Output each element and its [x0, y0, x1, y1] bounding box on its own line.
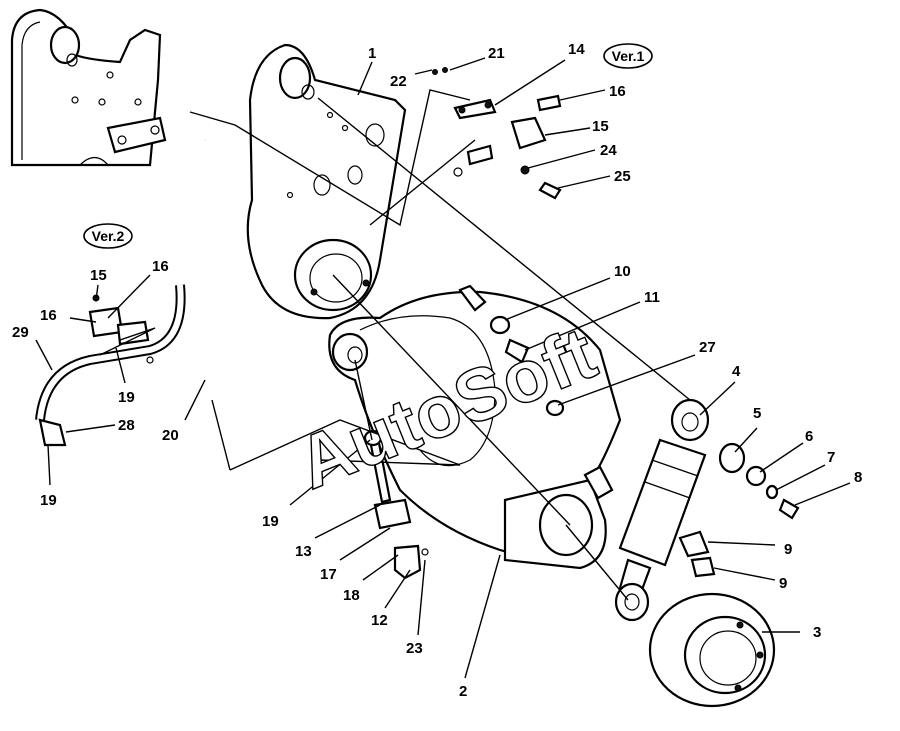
ver2-badge: Ver.2: [83, 223, 133, 249]
callout-19-center: 19: [262, 513, 279, 530]
callout-20: 20: [162, 427, 179, 444]
callout-10: 10: [614, 263, 631, 280]
callout-12: 12: [371, 612, 388, 629]
callout-17: 17: [320, 566, 337, 583]
callout-19-ver2-upper: 19: [118, 389, 135, 406]
callout-21: 21: [488, 45, 505, 62]
hose-part-20: [161, 137, 221, 376]
callout-22: 22: [390, 73, 407, 90]
callout-28: 28: [118, 417, 135, 434]
callout-11: 11: [644, 289, 660, 306]
callout-16-ver2-left: 16: [40, 307, 57, 324]
callout-13: 13: [295, 543, 312, 560]
callout-labels: 1 2 3 4 5 6 7 8 9 9 10 11 12 13 14 15 15…: [12, 41, 862, 700]
callout-18: 18: [343, 587, 360, 604]
ver2-label: Ver.2: [92, 228, 125, 244]
callout-23: 23: [406, 640, 423, 657]
shock-absorber-part-4: [614, 398, 710, 622]
callout-29: 29: [12, 324, 29, 341]
hub-part-3: [648, 592, 776, 708]
hardware-parts: [38, 67, 800, 580]
callout-8: 8: [854, 469, 862, 486]
hose-part-29: [35, 284, 186, 421]
callout-27: 27: [699, 339, 716, 356]
callout-9-lower: 9: [779, 575, 787, 592]
upper-bracket-part-1: [246, 43, 407, 320]
callout-15-ver2: 15: [90, 267, 107, 284]
callout-9-upper: 9: [784, 541, 792, 558]
ver1-badge: Ver.1: [603, 43, 653, 69]
callout-15-ver1: 15: [592, 118, 609, 135]
ver1-label: Ver.1: [612, 48, 645, 64]
callout-1: 1: [368, 45, 376, 62]
callout-16-ver2-right: 16: [152, 258, 169, 275]
callout-24: 24: [600, 142, 617, 159]
callout-16-ver1: 16: [609, 83, 626, 100]
callout-5: 5: [753, 405, 761, 422]
assembly-lines: [99, 89, 691, 601]
callout-6: 6: [805, 428, 813, 445]
callout-3: 3: [813, 624, 821, 641]
callout-2: 2: [459, 683, 467, 700]
frame-inset: [10, 8, 167, 167]
leader-lines: [35, 57, 851, 679]
callout-25: 25: [614, 168, 631, 185]
callout-14: 14: [568, 41, 585, 58]
callout-19-ver2-lower: 19: [40, 492, 57, 509]
callout-7: 7: [827, 449, 835, 466]
callout-4: 4: [732, 363, 741, 380]
